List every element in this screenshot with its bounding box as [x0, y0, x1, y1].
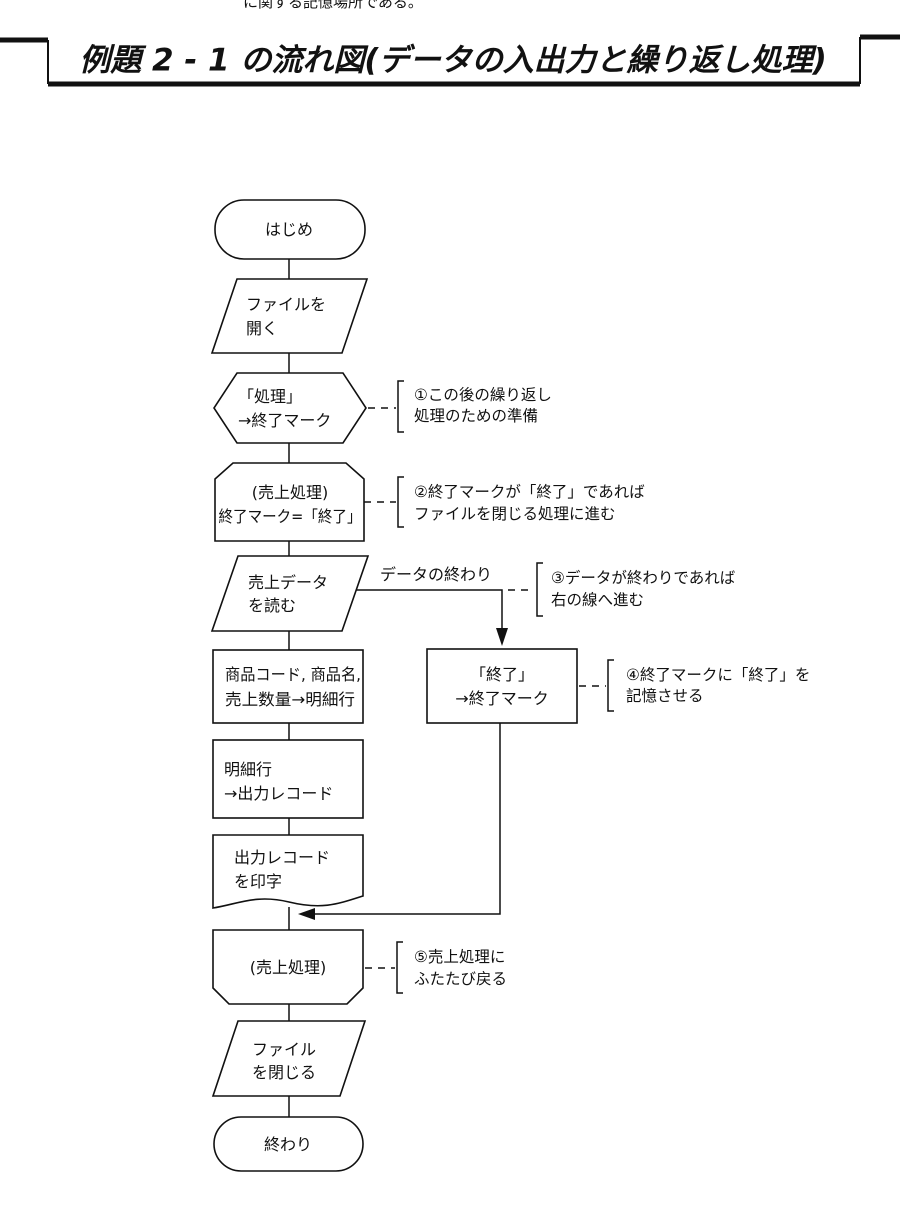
- comment-4-line1: ④終了マークに「終了」を: [626, 666, 810, 684]
- loop-begin-shape: [214, 462, 365, 542]
- open-file-io: [210, 278, 369, 354]
- arrow-head: [496, 628, 508, 646]
- node-start-label: はじめ: [265, 220, 313, 239]
- move-fields-process: [212, 649, 364, 724]
- node-read-data-line2: を読む: [248, 596, 296, 615]
- node-finish-label: 終わり: [264, 1135, 312, 1154]
- close-file-io: [211, 1020, 367, 1097]
- arrow-head: [298, 908, 315, 920]
- node-prep-line2: →終了マーク: [238, 411, 331, 430]
- node-open-file-line2: 開く: [246, 319, 278, 338]
- start-terminator: [214, 199, 366, 260]
- comment-1-line1: ①この後の繰り返し: [414, 386, 552, 404]
- finish-terminator: [213, 1116, 364, 1172]
- node-print-line2: を印字: [234, 872, 282, 891]
- loop-end-shape: [212, 929, 364, 1005]
- prep-hexagon: [213, 372, 367, 444]
- comment-3-line2: 右の線へ進む: [551, 591, 644, 609]
- flow-connectors: [288, 259, 508, 1117]
- edge-label-end-of-data: データの終わり: [380, 565, 492, 584]
- read-data-io: [210, 555, 370, 632]
- annotation-texts: ①この後の繰り返し 処理のための準備 ②終了マークが「終了」であれば ファイルを…: [414, 386, 810, 988]
- node-read-data-line1: 売上データ: [248, 573, 328, 592]
- node-loop-end-label: (売上処理): [250, 958, 327, 977]
- node-loop-start-line2: 終了マーク=「終了」: [219, 507, 362, 526]
- node-move-fields-line2: 売上数量→明細行: [225, 690, 355, 709]
- annotation-brackets: [364, 380, 614, 994]
- print-document: [212, 834, 364, 909]
- page-title: 例題 2 - 1 の流れ図(データの入出力と繰り返し処理): [79, 43, 827, 79]
- title-banner: 例題 2 - 1 の流れ図(データの入出力と繰り返し処理): [0, 34, 900, 87]
- node-labels: はじめ ファイルを 開く 「処理」 →終了マーク (売上処理) 終了マーク=「終…: [219, 220, 549, 1154]
- move-record-process: [212, 739, 364, 819]
- node-move-record-line2: →出力レコード: [224, 784, 333, 803]
- comment-4-line2: 記憶させる: [626, 687, 704, 705]
- node-move-fields-line1: 商品コード, 商品名,: [225, 665, 361, 684]
- node-move-record-line1: 明細行: [224, 760, 272, 779]
- top-fragment-text: に関する記憶場所である。: [243, 0, 423, 11]
- end-mark-process: [426, 648, 578, 724]
- comment-5-line1: ⑤売上処理に: [414, 948, 505, 966]
- comment-3-line1: ③データが終わりであれば: [551, 568, 736, 587]
- comment-5-line2: ふたたび戻る: [414, 970, 507, 988]
- node-print-line1: 出力レコード: [234, 848, 330, 867]
- node-end-mark-line1: 「終了」: [470, 665, 534, 684]
- node-close-file-line1: ファイル: [252, 1040, 316, 1059]
- node-end-mark-line2: →終了マーク: [455, 689, 548, 708]
- node-open-file-line1: ファイルを: [246, 295, 326, 314]
- comment-2-line2: ファイルを閉じる処理に進む: [414, 505, 616, 523]
- comment-2-line1: ②終了マークが「終了」であれば: [414, 483, 645, 501]
- node-prep-line1: 「処理」: [238, 387, 302, 406]
- node-loop-start-line1: (売上処理): [252, 483, 329, 502]
- node-close-file-line2: を閉じる: [252, 1063, 316, 1082]
- comment-1-line2: 処理のための準備: [414, 407, 538, 425]
